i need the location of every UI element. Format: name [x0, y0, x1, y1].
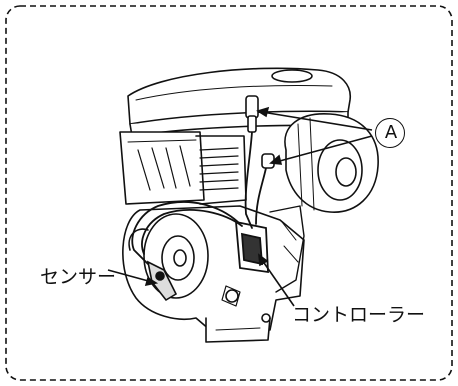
- sensor-part-icon: [146, 260, 178, 302]
- spark-plug-cap-icon: [245, 95, 275, 169]
- wire-harness-icon: [131, 131, 267, 267]
- dashed-frame: [5, 5, 453, 381]
- part-a-label: A: [384, 122, 398, 143]
- controller-part-icon: [234, 220, 269, 274]
- sensor-label: センサー: [40, 266, 117, 288]
- leader-lines: [107, 106, 373, 307]
- part-a-circle: [375, 118, 405, 148]
- controller-label: コントローラー: [292, 304, 426, 326]
